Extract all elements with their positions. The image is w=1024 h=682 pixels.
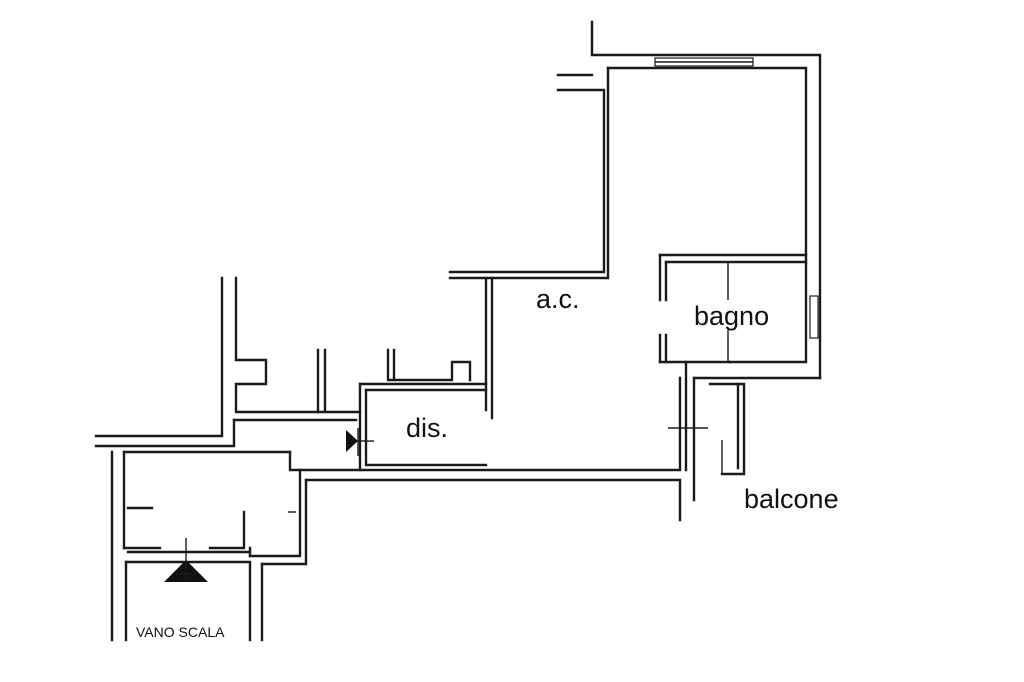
stairwell-walls bbox=[124, 560, 264, 642]
room-label-living: a.c. bbox=[536, 284, 580, 314]
corridor-walls bbox=[94, 276, 362, 642]
stair-direction-icon bbox=[164, 538, 208, 582]
room-label-hallway: dis. bbox=[406, 413, 448, 443]
room-label-balcony: balcone bbox=[744, 484, 839, 514]
room-label-stairwell: VANO SCALA bbox=[136, 624, 225, 640]
balcony-walls bbox=[668, 360, 822, 502]
living-room-walls bbox=[298, 20, 822, 522]
room-label-bathroom: bagno bbox=[694, 301, 769, 331]
entrance-arrow-icon bbox=[346, 428, 374, 456]
bathroom-walls bbox=[658, 253, 819, 364]
window-top bbox=[654, 57, 754, 67]
hallway-walls bbox=[358, 348, 488, 472]
